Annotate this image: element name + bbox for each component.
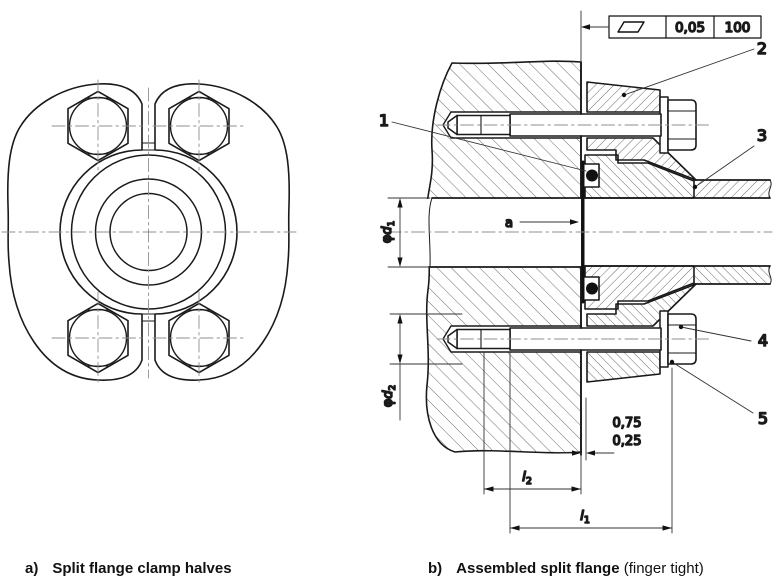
caption-a-prefix: a) (25, 560, 39, 577)
clamp-half-right-outline (154, 83, 291, 381)
centerlines-front-view (1, 79, 297, 385)
dimension-d2-label: φd2 (381, 385, 398, 408)
callout-5: 5 (758, 409, 768, 428)
dimension-l2-label: l2 (522, 469, 532, 487)
callout-2: 2 (757, 39, 767, 58)
caption-figure-a: a) Split flange clamp halves (25, 560, 232, 578)
dimension-d1-label: φd1 (380, 221, 397, 244)
caption-b-note: (finger tight) (619, 560, 704, 577)
section-view-assembled-split-flange: 0,05 100 a φd1 φd2 (376, 10, 773, 534)
dimension-d2 (389, 313, 463, 421)
surface-a-arrow (570, 219, 579, 225)
flatness-reference-length: 100 (725, 20, 751, 36)
caption-a-title: Split flange clamp halves (52, 560, 232, 577)
caption-b-prefix: b) (428, 560, 443, 577)
surface-a-label: a (505, 216, 513, 231)
callout-4: 4 (758, 331, 768, 350)
caption-b-title: Assembled split flange (456, 560, 620, 577)
gap-upper-value: 0,75 (613, 416, 642, 431)
dimension-l2 (483, 351, 582, 495)
front-view-split-flange-clamps (1, 79, 297, 385)
flatness-tolerance-frame (581, 15, 762, 39)
dimension-d1 (387, 197, 431, 268)
flatness-symbol-icon (617, 21, 645, 33)
dimension-gap (553, 397, 615, 461)
caption-figure-b: b) Assembled split flange (finger tight) (428, 560, 704, 578)
bore-break-line (428, 197, 433, 268)
dimension-l1-label: l1 (580, 508, 590, 526)
dimension-l1 (509, 351, 673, 534)
callout-3: 3 (757, 126, 767, 145)
bore-passage (376, 199, 581, 266)
flatness-tolerance-value: 0,05 (675, 20, 705, 36)
gap-lower-value: 0,25 (613, 434, 642, 449)
clamp-half-left-outline (6, 83, 143, 381)
callout-leaders (391, 48, 755, 414)
callout-1: 1 (379, 111, 389, 130)
